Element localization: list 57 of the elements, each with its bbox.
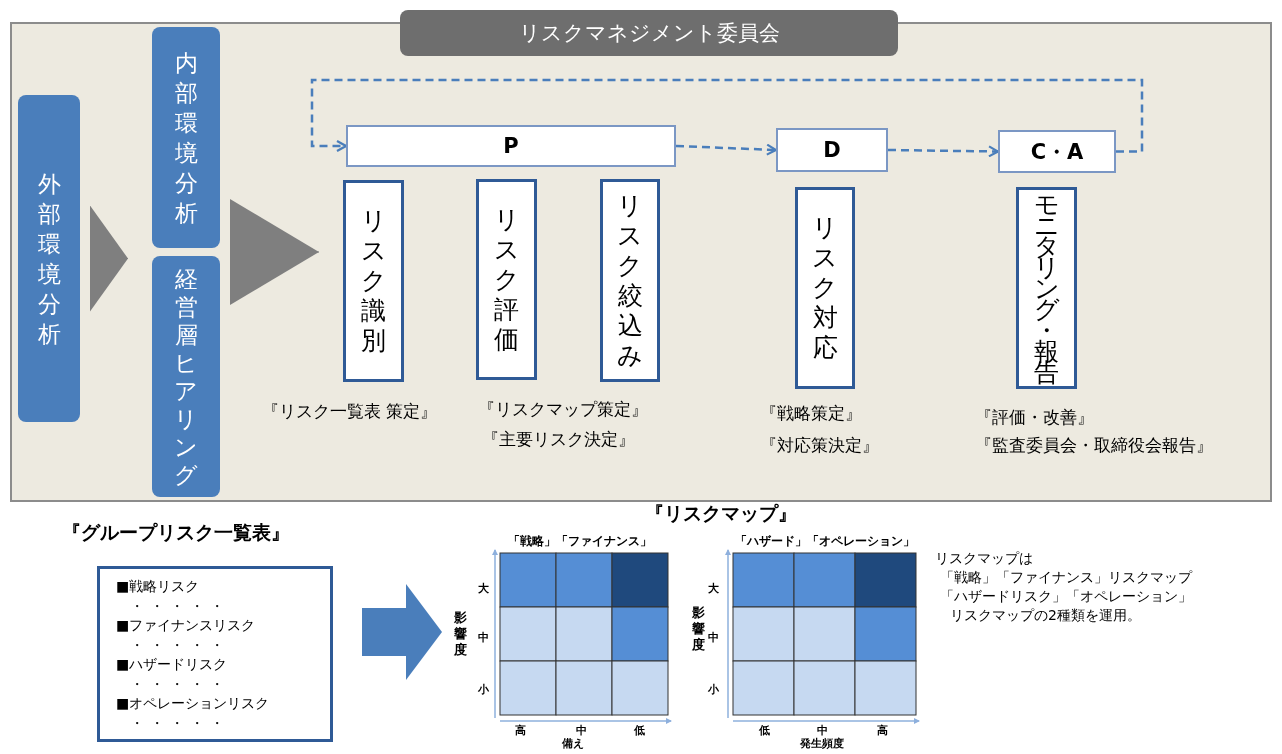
chevron-arrow	[230, 199, 320, 305]
list-item: ・・・・・	[129, 713, 231, 733]
axis-label: 大	[478, 583, 489, 596]
list-item: ・・・・・	[129, 635, 231, 655]
dashed-arrow	[675, 143, 778, 156]
list-item: ・・・・・	[129, 674, 231, 694]
axis-label: 発生頻度	[800, 738, 844, 751]
phase-box: P	[346, 125, 676, 167]
list-item: ・・・・・	[129, 596, 231, 616]
step-box: リスク対応	[795, 187, 855, 389]
axis-label: 小	[478, 684, 489, 697]
axis-label: 影響度	[690, 605, 706, 653]
step-box: モニタリング・報告	[1016, 187, 1077, 389]
list-item: ■戦略リスク	[116, 577, 201, 596]
axis-label: 小	[708, 684, 719, 697]
map-subtitle: 「戦略」「ファイナンス」	[508, 533, 652, 550]
list-title: 『グループリスク一覧表』	[62, 520, 290, 545]
list-item: ■ハザードリスク	[116, 655, 229, 674]
list-item: ■ファイナンスリスク	[116, 616, 257, 635]
step-box: リスク絞込み	[600, 179, 660, 382]
annotation-text: 『リスク一覧表 策定』	[262, 402, 438, 422]
phase-box: C・A	[998, 130, 1116, 173]
annotation-text: 『リスクマップ策定』	[478, 400, 648, 420]
axis-label: 低	[759, 725, 770, 738]
note-text: 「ハザードリスク」「オペレーション」	[940, 588, 1192, 605]
note-text: リスクマップの2種類を運用。	[950, 607, 1141, 624]
annotation-text: 『評価・改善』	[975, 408, 1094, 428]
map-title: 『リスクマップ』	[645, 503, 797, 525]
annotation-text: 『主要リスク決定』	[482, 430, 635, 450]
analysis-box: 内部環境分析	[152, 27, 220, 248]
dashed-arrow	[310, 78, 1144, 153]
annotation-text: 『対応策決定』	[760, 436, 879, 456]
annotation-text: 『戦略策定』	[760, 404, 862, 424]
axis-label: 大	[708, 583, 719, 596]
analysis-box: 経営層ヒアリング	[152, 256, 220, 497]
map-subtitle: 「ハザード」「オペレーション」	[735, 533, 915, 550]
axis-label: 中	[708, 632, 719, 645]
annotation-text: 『監査委員会・取締役会報告』	[975, 436, 1213, 456]
chevron-arrow	[90, 205, 129, 312]
step-box: リスク評価	[476, 179, 537, 380]
axis-label: 影響度	[452, 610, 468, 658]
step-box: リスク識別	[343, 180, 404, 382]
note-text: 「戦略」「ファイナンス」リスクマップ	[940, 569, 1192, 586]
axis-label: 備え	[562, 738, 584, 751]
axis-label: 中	[817, 725, 828, 737]
phase-box: D	[776, 128, 888, 172]
axis-label: 中	[576, 725, 587, 738]
axis-label: 高	[877, 725, 888, 738]
dashed-arrow	[888, 145, 1000, 158]
analysis-box: 外部環境分析	[18, 95, 80, 422]
committee-tab: リスクマネジメント委員会	[400, 10, 898, 56]
list-item: ■オペレーションリスク	[116, 694, 271, 713]
block-arrow	[362, 584, 442, 680]
axis-label: 高	[515, 725, 526, 738]
note-text: リスクマップは	[935, 550, 1033, 567]
axis-label: 低	[634, 725, 645, 738]
axis-label: 中	[478, 632, 489, 645]
